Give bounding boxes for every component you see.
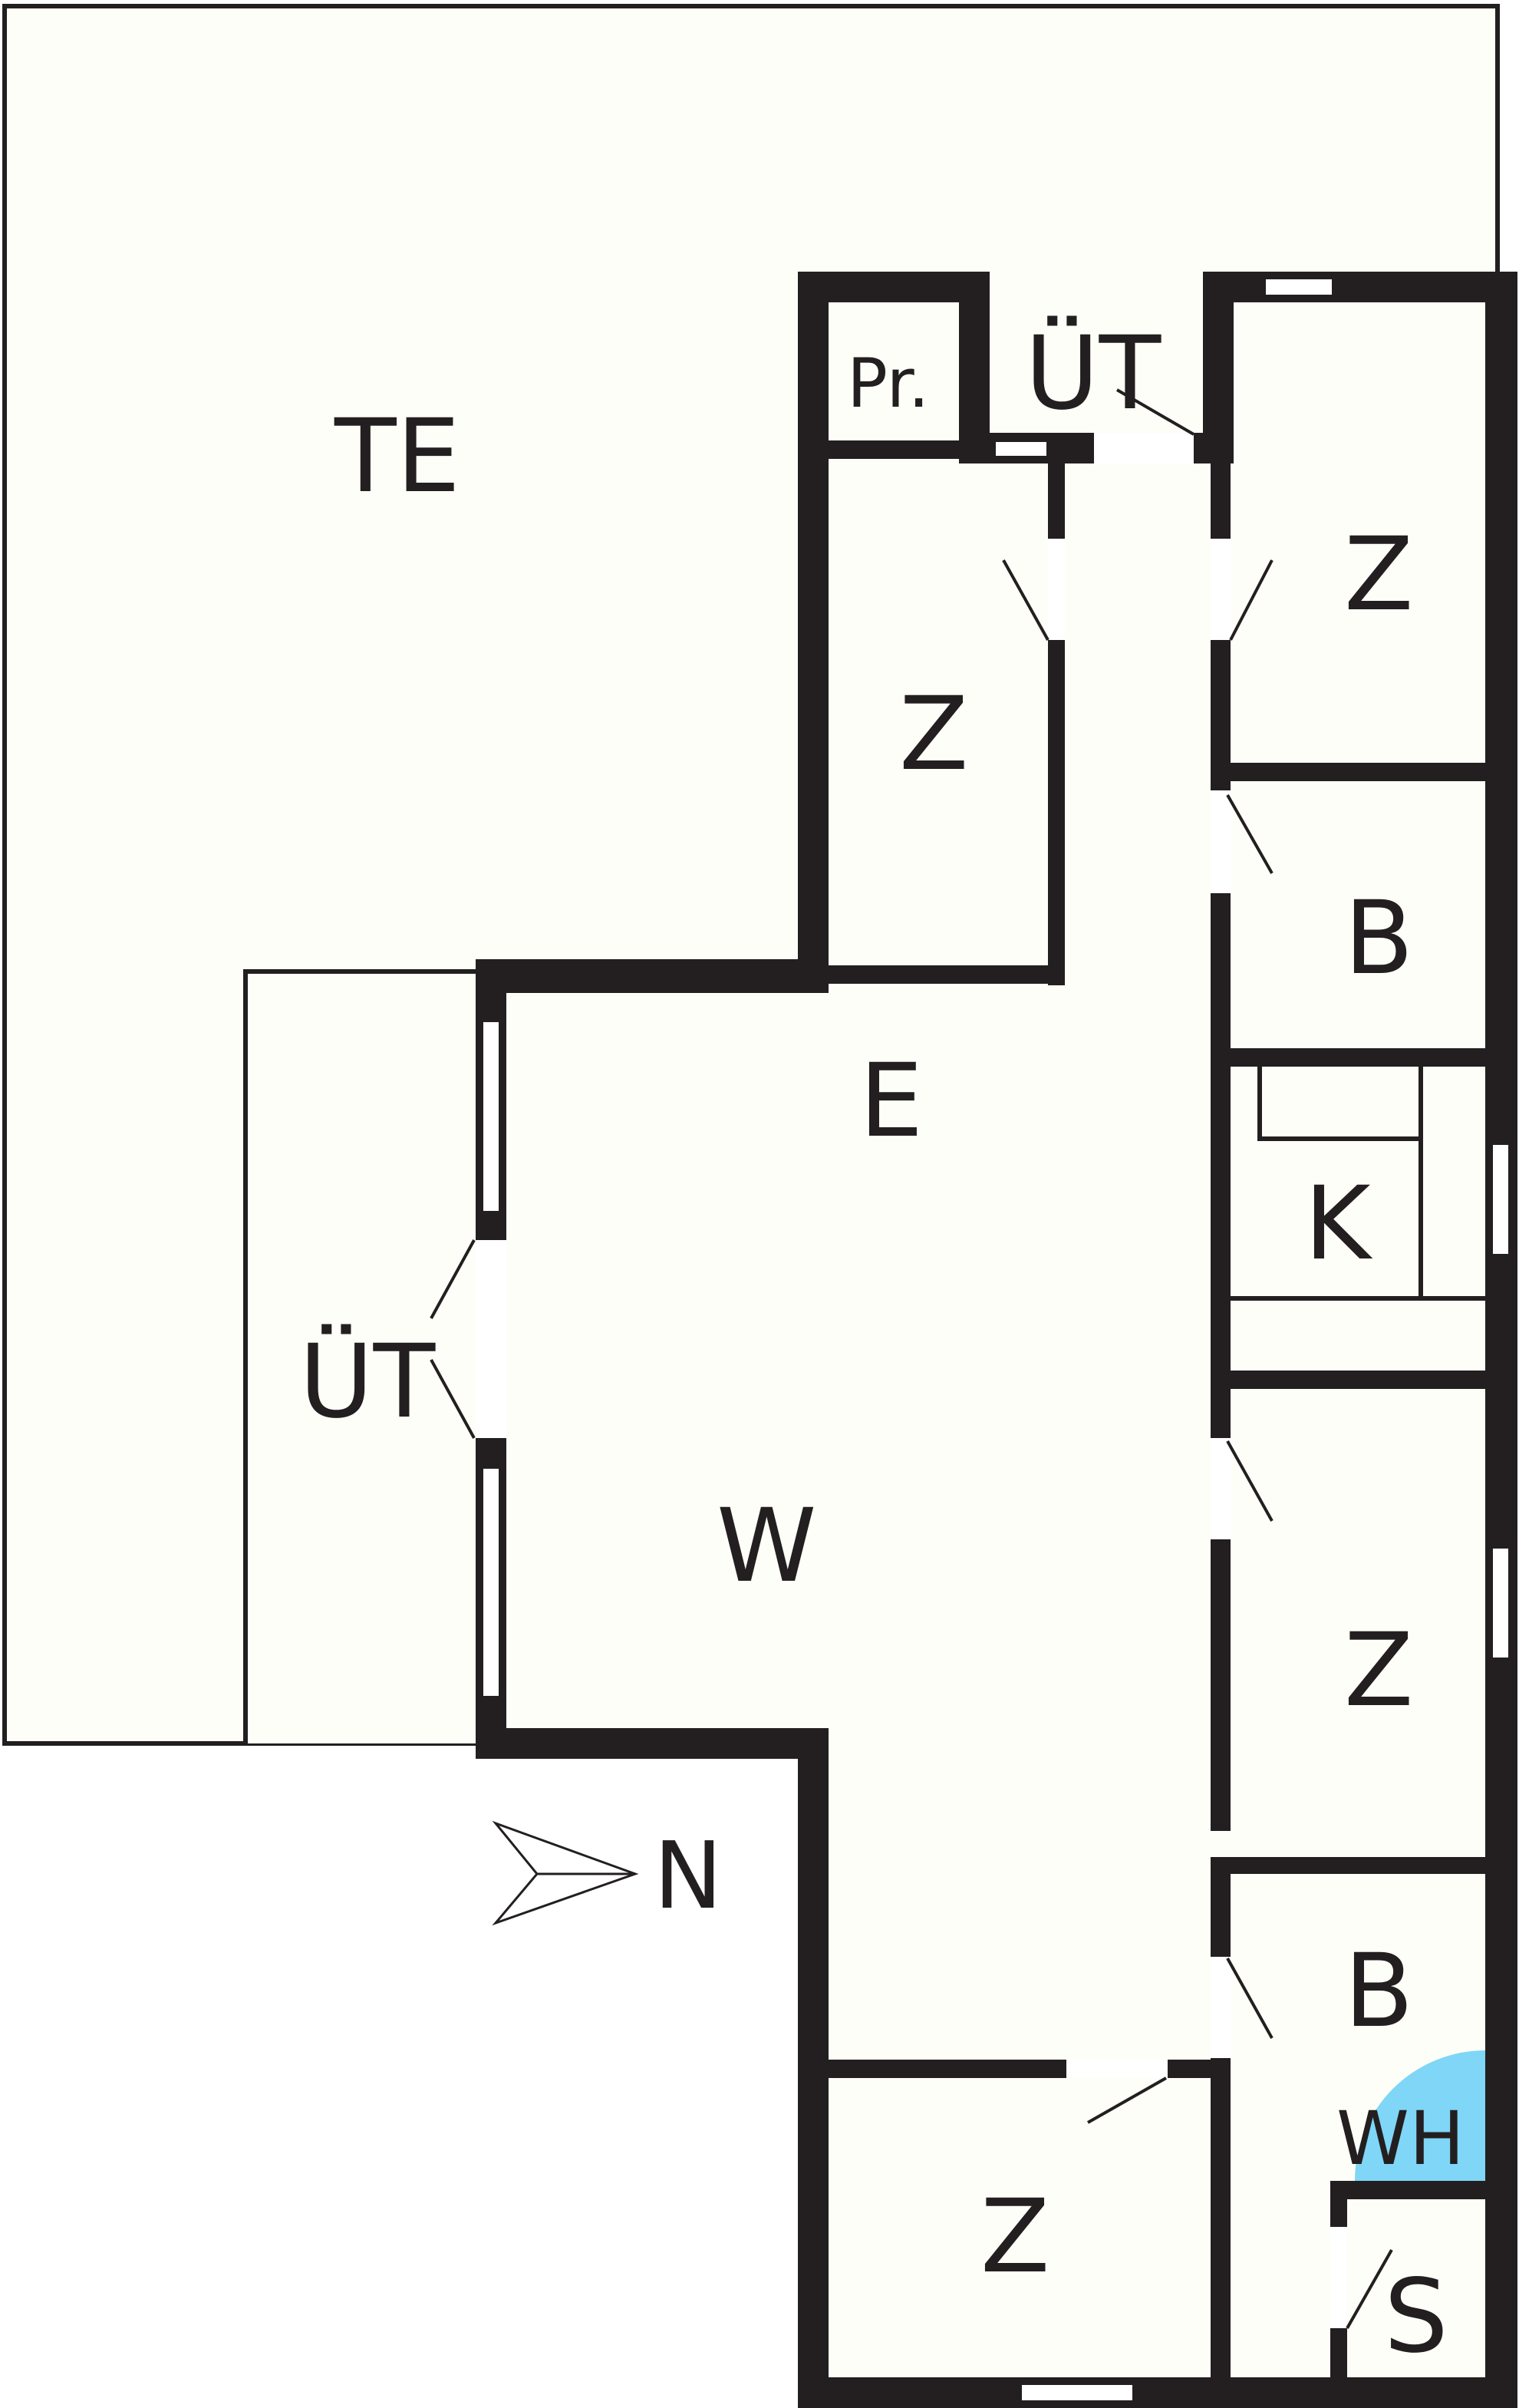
- room-label-room-mid-left: Z: [899, 675, 968, 793]
- kitchen-counters: [1214, 1067, 1487, 1371]
- outer-walls: [476, 272, 1517, 2408]
- room-label-living: W: [717, 1487, 817, 1605]
- room-label-water-heater: WH: [1336, 2096, 1465, 2182]
- north-arrow: [492, 1820, 639, 1926]
- compass-north-label: N: [654, 1823, 723, 1930]
- room-label-bath-upper: B: [1344, 879, 1414, 998]
- room-label-terrace: TE: [334, 397, 460, 516]
- room-label-entrance: E: [859, 1042, 923, 1160]
- apartment-floor: [476, 276, 1504, 2402]
- room-label-cover-left: ÜT: [299, 1323, 437, 1441]
- room-label-room-top-right: Z: [1344, 516, 1413, 634]
- windows: [480, 276, 1511, 2403]
- water-heater-symbol: [1355, 2050, 1485, 2181]
- room-label-kitchen: K: [1304, 1165, 1373, 1283]
- room-label-bath-lower: B: [1344, 1932, 1414, 2050]
- doors: [430, 388, 1393, 2329]
- room-label-room-bottom: Z: [980, 2178, 1049, 2296]
- room-label-storage: S: [1384, 2258, 1448, 2376]
- room-label-room-right-lower: Z: [1344, 1611, 1413, 1730]
- covered-terrace-left: [243, 969, 476, 1743]
- room-label-cover-top: ÜT: [1025, 315, 1162, 433]
- room-label-pantry: Pr.: [847, 344, 930, 423]
